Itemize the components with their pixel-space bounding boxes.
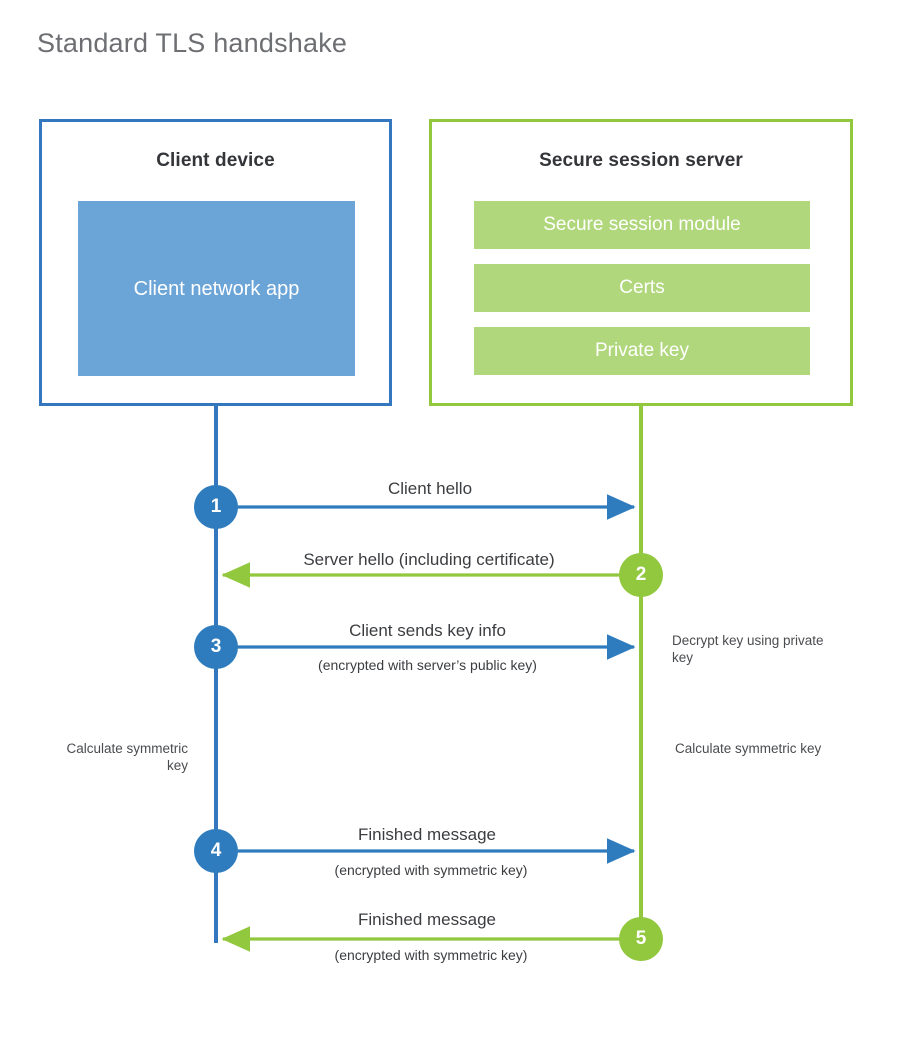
message-label-step-4: Finished message [358,825,496,844]
message-label-step-2: Server hello (including certificate) [303,550,555,569]
step-marker-4[interactable]: 4 [194,829,238,873]
private-key-block: Private key [474,327,810,375]
secure-session-server-title: Secure session server [539,150,743,171]
secure-session-server-box: Secure session server Secure session mod… [429,119,853,406]
client-lifeline [214,406,218,943]
message-sublabel-step-3: (encrypted with server’s public key) [318,657,537,673]
step-marker-3[interactable]: 3 [194,625,238,669]
message-sublabel-step-4: (encrypted with symmetric key) [334,862,528,878]
step-marker-1[interactable]: 1 [194,485,238,529]
message-label-step-5: Finished message [358,910,496,929]
note-calculate-symmetric-key-server: Calculate symmetric key [675,741,822,756]
message-sublabel-step-5: (encrypted with symmetric key) [334,947,528,963]
message-label-step-3: Client sends key info [349,621,506,640]
step-marker-5[interactable]: 5 [619,917,663,961]
message-label-step-1: Client hello [387,479,473,498]
note-decrypt-key: Decrypt key using private key [672,633,824,665]
note-calculate-symmetric-key-client: Calculate symmetric key [66,741,188,773]
step-marker-2[interactable]: 2 [619,553,663,597]
page-title: Standard TLS handshake [37,28,348,58]
secure-session-module-block: Secure session module [474,201,810,249]
client-network-app-block: Client network app [78,201,355,376]
server-lifeline [639,406,643,939]
client-device-title: Client device [156,150,275,171]
client-device-box: Client device Client network app [39,119,392,406]
certs-block: Certs [474,264,810,312]
